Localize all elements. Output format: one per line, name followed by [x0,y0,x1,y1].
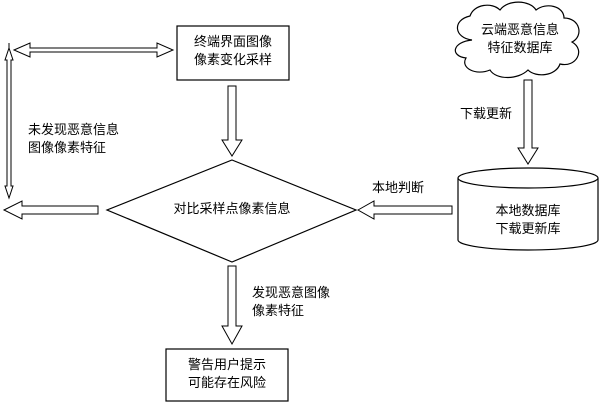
edge-label-download-update-text: 下载更新 [460,107,513,122]
local-database-label: 本地数据库 下载更新库 [462,203,594,239]
warning-label-line-2: 可能存在风险 [187,376,266,391]
cloud-database-label: 云端恶意信息 特征数据库 [460,22,580,58]
arrow-not-found-left [2,200,99,220]
edge-label-found-line-2: 像素特征 [252,304,305,319]
arrow-cloud-to-local-db [517,79,539,165]
warning-label: 警告用户提示 可能存在风险 [166,357,288,393]
edge-label-found: 发现恶意图像 像素特征 [252,285,330,321]
arrow-compare-to-warning [221,265,243,346]
sampling-box [176,25,290,81]
edge-label-not-found-line-1: 未发现恶意信息 [28,123,120,138]
sampling-label: 终端界面图像 像素变化采样 [177,34,289,70]
compare-label-text: 对比采样点像素信息 [173,202,291,217]
local-database-label-line-2: 下载更新库 [495,222,561,237]
arrow-sampling-to-compare [221,85,243,157]
edge-label-found-line-1: 发现恶意图像 [252,286,331,301]
edge-label-local-judge: 本地判断 [372,180,424,198]
arrow-to-left-loop [12,42,175,58]
cloud-database-shape [454,1,580,79]
warning-box [165,348,289,402]
compare-label: 对比采样点像素信息 [150,201,314,219]
local-database-label-line-1: 本地数据库 [495,204,561,219]
arrow-left-loop-vertical [4,46,14,200]
sampling-label-line-1: 终端界面图像 [193,35,272,50]
sampling-label-line-2: 像素变化采样 [193,53,272,68]
cloud-database-label-line-1: 云端恶意信息 [480,23,559,38]
local-database-top [457,167,599,189]
compare-diamond [105,159,358,263]
edge-label-not-found-line-2: 图像像素特征 [28,141,107,156]
edge-label-not-found: 未发现恶意信息 图像像素特征 [28,122,119,158]
edge-label-download-update: 下载更新 [460,106,512,124]
local-database-cylinder [457,178,599,251]
edge-label-local-judge-text: 本地判断 [372,181,425,196]
warning-label-line-1: 警告用户提示 [187,358,266,373]
cloud-database-label-line-2: 特征数据库 [487,41,553,56]
arrow-local-db-to-compare [356,200,453,220]
